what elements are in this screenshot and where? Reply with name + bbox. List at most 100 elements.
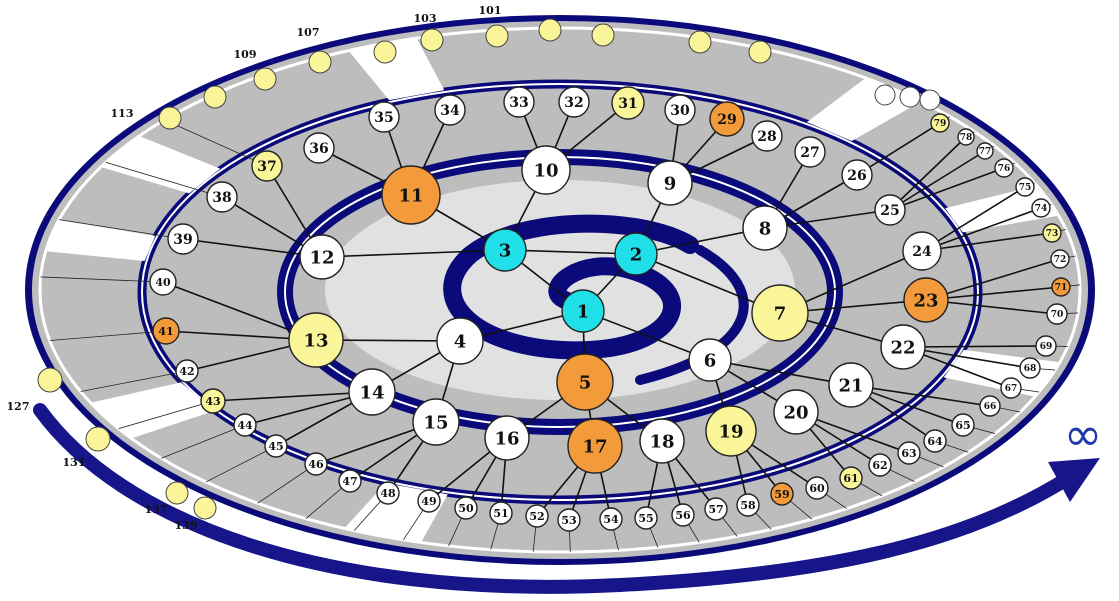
node-label: 26 xyxy=(847,168,866,184)
outer-node-circle xyxy=(86,427,110,451)
node-72: 72 xyxy=(1051,250,1069,268)
node-label: 49 xyxy=(421,495,436,508)
outer-node-circle xyxy=(254,68,276,90)
node-label: 15 xyxy=(423,412,448,433)
node-label: 5 xyxy=(579,372,592,393)
node-label: 54 xyxy=(603,513,619,526)
node-50: 50 xyxy=(455,497,477,519)
node-36: 36 xyxy=(304,133,334,163)
node-62: 62 xyxy=(869,454,891,476)
node-label: 78 xyxy=(960,133,973,143)
node-65: 65 xyxy=(952,414,974,436)
node-23: 23 xyxy=(904,278,948,322)
node-label: 3 xyxy=(499,240,512,261)
node-label: 29 xyxy=(717,112,736,128)
node-28: 28 xyxy=(752,121,782,151)
outer-dot xyxy=(204,86,226,108)
outer-dot xyxy=(875,85,895,105)
node-label: 56 xyxy=(675,509,691,522)
node-label: 39 xyxy=(173,232,192,248)
node-label: 36 xyxy=(309,141,328,157)
node-71: 71 xyxy=(1052,278,1070,296)
node-label: 57 xyxy=(708,503,723,516)
outer-node-label: 101 xyxy=(479,4,502,17)
node-4: 4 xyxy=(437,318,483,364)
node-37: 37 xyxy=(252,151,282,181)
node-label: 64 xyxy=(927,435,943,448)
node-17: 17 xyxy=(568,419,622,473)
outer-node-circle xyxy=(166,482,188,504)
node-label: 40 xyxy=(155,276,171,289)
node-label: 8 xyxy=(759,218,772,239)
node-39: 39 xyxy=(168,224,198,254)
node-label: 45 xyxy=(268,440,283,453)
node-59: 59 xyxy=(771,483,793,505)
node-label: 47 xyxy=(342,475,357,488)
node-38: 38 xyxy=(207,182,237,212)
outer-node-circle xyxy=(309,51,331,73)
node-label: 38 xyxy=(212,190,231,206)
node-label: 12 xyxy=(309,247,334,268)
node-label: 70 xyxy=(1051,310,1064,320)
node-label: 6 xyxy=(704,350,717,371)
outer-node-circle xyxy=(159,107,181,129)
node-label: 53 xyxy=(561,514,576,527)
node-label: 63 xyxy=(901,447,916,460)
node-66: 66 xyxy=(980,396,1000,416)
node-label: 43 xyxy=(205,395,220,408)
node-label: 1 xyxy=(577,301,590,322)
outer-dot xyxy=(689,31,711,53)
node-label: 23 xyxy=(913,290,938,311)
node-57: 57 xyxy=(705,498,727,520)
outer-node-label: 137 xyxy=(145,503,168,516)
node-label: 77 xyxy=(979,147,992,157)
node-21: 21 xyxy=(829,363,873,407)
node-42: 42 xyxy=(176,360,198,382)
node-26: 26 xyxy=(842,160,872,190)
node-label: 68 xyxy=(1024,364,1037,374)
node-label: 58 xyxy=(740,499,756,512)
node-2: 2 xyxy=(615,233,657,275)
node-8: 8 xyxy=(743,206,787,250)
node-label: 55 xyxy=(638,512,653,525)
node-label: 73 xyxy=(1046,229,1059,239)
node-31: 31 xyxy=(612,87,644,119)
node-41: 41 xyxy=(153,318,179,344)
node-56: 56 xyxy=(672,504,694,526)
outer-node-label: 109 xyxy=(234,48,257,61)
node-label: 33 xyxy=(509,95,528,111)
outer-node-label: 139 xyxy=(175,519,198,532)
node-label: 28 xyxy=(757,129,776,145)
node-27: 27 xyxy=(795,137,825,167)
node-20: 20 xyxy=(774,390,818,434)
node-label: 9 xyxy=(664,173,677,194)
node-label: 35 xyxy=(374,110,393,126)
node-69: 69 xyxy=(1036,336,1056,356)
node-60: 60 xyxy=(806,477,828,499)
node-label: 46 xyxy=(308,458,324,471)
outer-node-label: 131 xyxy=(63,456,86,469)
node-51: 51 xyxy=(490,502,512,524)
node-label: 67 xyxy=(1005,384,1018,394)
node-12: 12 xyxy=(300,235,344,279)
node-label: 32 xyxy=(564,95,583,111)
node-label: 17 xyxy=(582,436,607,457)
outer-node-circle xyxy=(486,25,508,47)
node-53: 53 xyxy=(558,509,580,531)
node-54: 54 xyxy=(600,508,622,530)
node-10: 10 xyxy=(522,146,570,194)
node-label: 14 xyxy=(359,382,384,403)
node-label: 7 xyxy=(774,303,787,324)
node-label: 52 xyxy=(529,510,544,523)
node-76: 76 xyxy=(995,159,1013,177)
node-label: 13 xyxy=(303,330,328,351)
outer-node-label: 113 xyxy=(111,107,134,120)
node-44: 44 xyxy=(234,414,256,436)
node-label: 65 xyxy=(955,419,970,432)
node-7: 7 xyxy=(752,285,808,341)
node-label: 37 xyxy=(257,159,276,175)
node-6: 6 xyxy=(689,339,731,381)
node-label: 34 xyxy=(440,103,460,119)
node-label: 16 xyxy=(494,428,519,449)
